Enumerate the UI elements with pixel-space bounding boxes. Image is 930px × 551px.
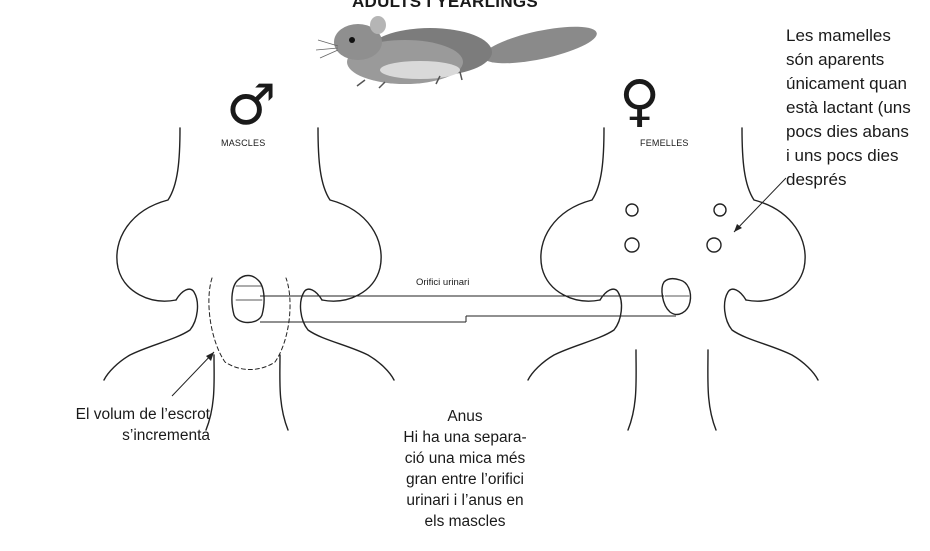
dormouse-illustration: [316, 16, 600, 88]
anus-note-line: Hi ha una separa-: [380, 427, 550, 448]
diagram-title: ADULTS I YEARLINGS: [315, 0, 575, 12]
urinary-orifice-label: Orifici urinari: [416, 277, 469, 288]
scrotum-note-line: s’incrementa: [122, 427, 210, 444]
nipples-note-line: únicament quan: [786, 74, 907, 93]
dormouse-tail: [480, 19, 599, 71]
nipple-arrow: [734, 178, 786, 232]
female-label: FEMELLES: [640, 138, 689, 148]
nipples-note-line: està lactant (uns: [786, 98, 911, 117]
nipple: [626, 204, 638, 216]
connector-lines: [172, 178, 786, 396]
nipples-note-line: i uns pocs dies: [786, 146, 898, 165]
dormouse-belly: [380, 61, 460, 79]
male-symbol-icon: ♂: [226, 78, 276, 134]
dormouse-eye: [349, 37, 355, 43]
nipples-note: Les mamelles són aparents únicament quan…: [786, 24, 926, 192]
female-ventral-drawing: [528, 128, 818, 430]
anus-note: Anus Hi ha una separa- ció una mica més …: [380, 406, 550, 532]
anus-note-line: els mascles: [380, 511, 550, 532]
scrotum-note: El volum de l’escrot s’incrementa: [0, 404, 210, 446]
anus-note-line: urinari i l’anus en: [380, 490, 550, 511]
nipple: [707, 238, 721, 252]
scrotum-arrow: [172, 352, 214, 396]
male-label: MASCLES: [221, 138, 265, 148]
scrotum-note-line: El volum de l’escrot: [76, 406, 210, 423]
nipple: [625, 238, 639, 252]
male-ventral-drawing: [104, 128, 394, 430]
anus-note-line: gran entre l’orifici: [380, 469, 550, 490]
female-symbol-icon: ♀: [619, 74, 660, 130]
nipples-note-line: són aparents: [786, 50, 884, 69]
nipples-note-line: Les mamelles: [786, 26, 891, 45]
nipples-note-line: pocs dies abans: [786, 122, 909, 141]
dormouse-ear: [370, 16, 386, 34]
nipples-note-line: després: [786, 170, 846, 189]
anus-title: Anus: [380, 406, 550, 427]
scrotum-dashed-outline: [209, 278, 290, 370]
nipple: [714, 204, 726, 216]
anus-note-line: ció una mica més: [380, 448, 550, 469]
